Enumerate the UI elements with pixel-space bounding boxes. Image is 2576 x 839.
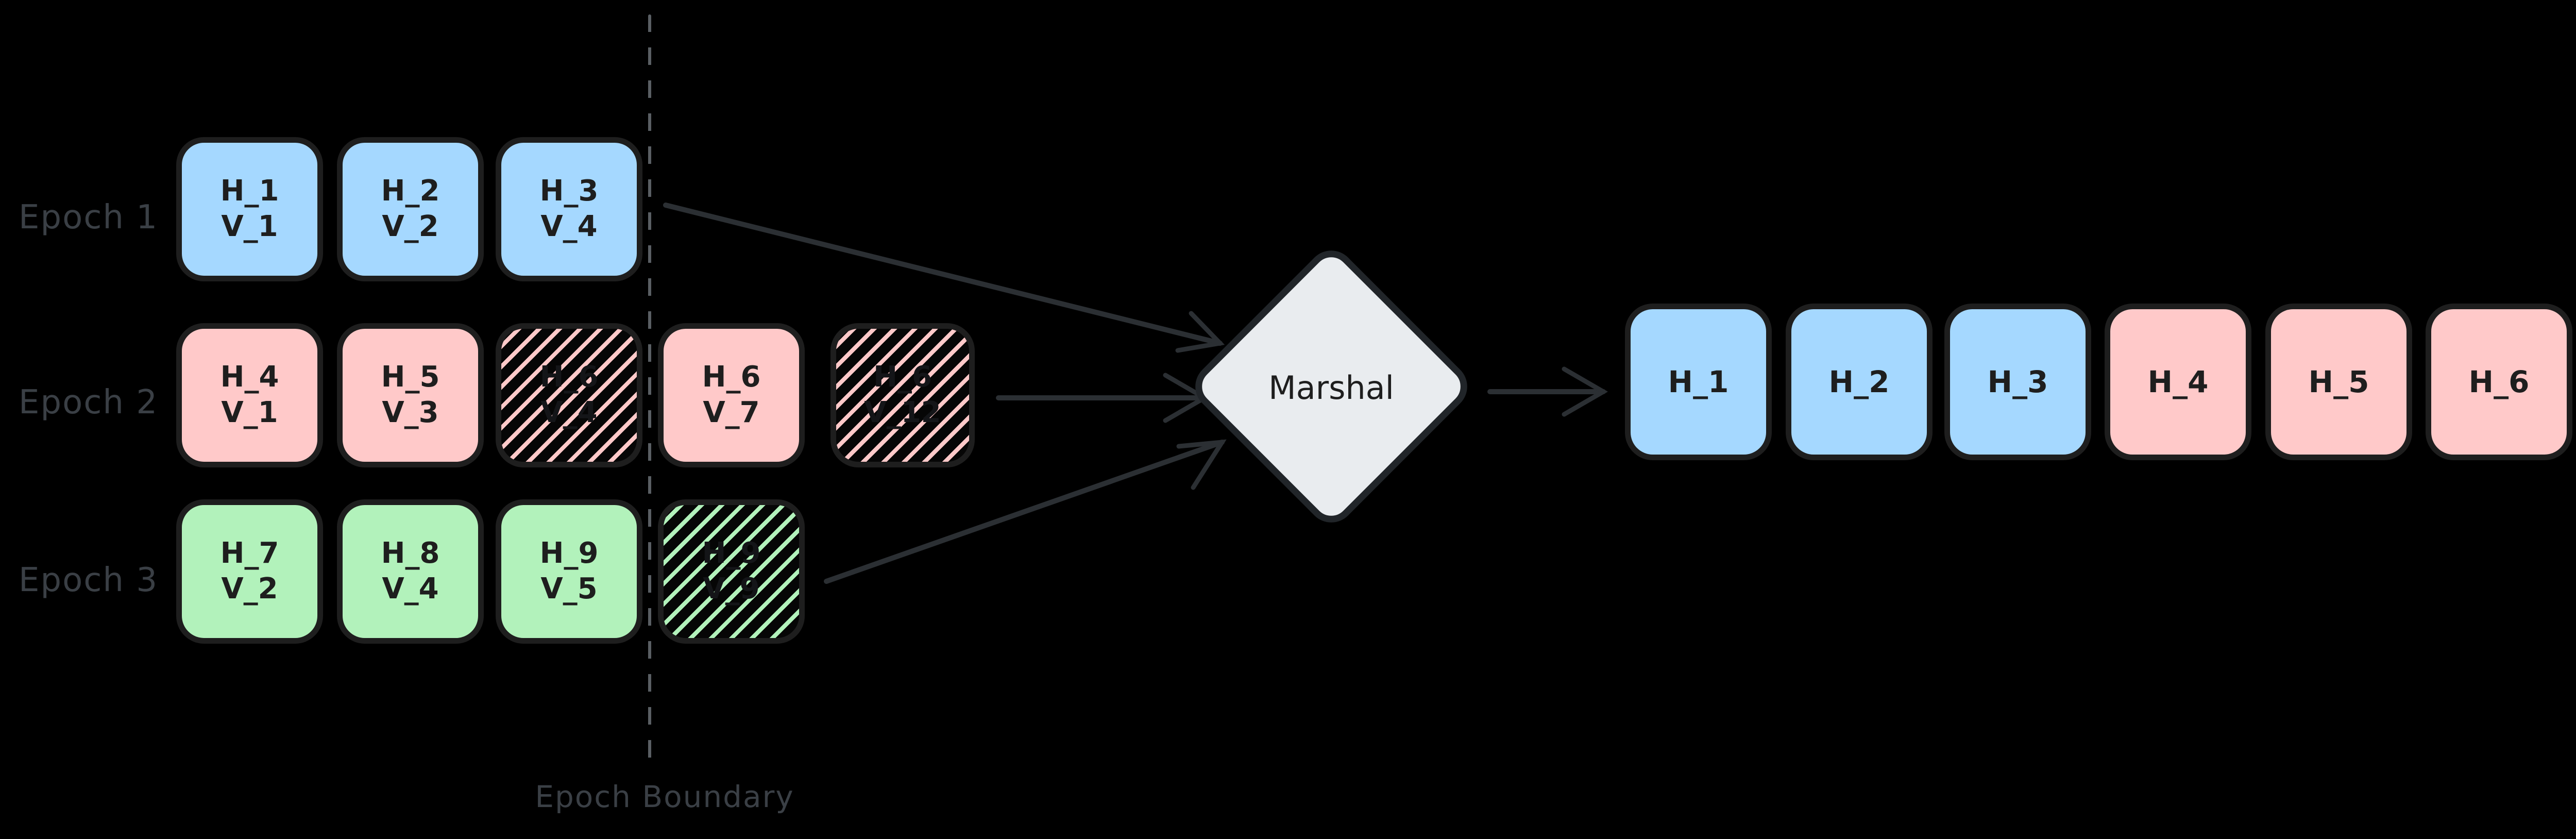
epoch1-box-3: H_3 V_4: [496, 137, 642, 281]
box-h-label: H_7: [220, 536, 279, 570]
output-label: H_2: [1828, 364, 1890, 399]
epoch2-box-2: H_5 V_3: [337, 323, 484, 467]
box-v-label: V_1: [221, 396, 278, 429]
box-h-label: H_5: [381, 360, 440, 394]
epoch3-box-2: H_8 V_4: [337, 499, 484, 644]
output-box-5: H_5: [2265, 304, 2412, 460]
output-box-3: H_3: [1944, 304, 2091, 460]
box-v-label: V_7: [703, 396, 760, 429]
box-h-label: H_8: [381, 536, 440, 570]
epoch-boundary-line: [648, 14, 651, 765]
box-v-label: V_1: [221, 210, 278, 243]
box-h-label: H_6: [539, 360, 599, 394]
arrow-epoch1-to-marshal: [663, 203, 1223, 346]
box-h-label: H_9: [702, 536, 761, 570]
arrowhead-output: [1562, 366, 1608, 417]
box-v-label: V_2: [221, 572, 278, 606]
box-h-label: H_1: [220, 174, 279, 208]
box-h-label: H_6: [873, 360, 932, 394]
box-v-label: V_2: [382, 210, 439, 243]
box-h-label: H_6: [702, 360, 761, 394]
output-label: H_6: [2468, 364, 2530, 399]
box-v-label: V_12: [864, 396, 941, 429]
epoch-boundary-label: Epoch Boundary: [535, 779, 794, 814]
output-box-6: H_6: [2426, 304, 2572, 460]
epoch2-box-5-dropped: H_6 V_12: [831, 323, 975, 467]
epoch2-box-1: H_4 V_1: [176, 323, 323, 467]
output-label: H_5: [2308, 364, 2369, 399]
output-label: H_4: [2147, 364, 2209, 399]
box-h-label: H_2: [381, 174, 440, 208]
arrow-epoch3-to-marshal: [824, 440, 1225, 584]
box-v-label: V_4: [382, 572, 439, 606]
marshal-label: Marshal: [1268, 369, 1394, 407]
box-v-label: V_3: [382, 396, 439, 429]
output-box-2: H_2: [1786, 304, 1933, 460]
output-label: H_3: [1987, 364, 2048, 399]
epoch1-row-label: Epoch 1: [19, 198, 159, 237]
arrowhead-epoch3: [1176, 439, 1227, 490]
arrowhead-epoch1: [1175, 311, 1225, 353]
epoch3-row-label: Epoch 3: [19, 561, 159, 599]
output-box-1: H_1: [1625, 304, 1772, 460]
box-v-label: V_5: [540, 572, 598, 606]
box-h-label: H_9: [539, 536, 599, 570]
epoch1-box-1: H_1 V_1: [176, 137, 323, 281]
box-h-label: H_3: [539, 174, 599, 208]
box-v-label: V_9: [703, 572, 760, 606]
epoch2-box-4: H_6 V_7: [658, 323, 805, 467]
output-box-4: H_4: [2105, 304, 2251, 460]
box-v-label: V_4: [540, 396, 598, 429]
epoch2-box-3-dropped: H_6 V_4: [496, 323, 642, 467]
epoch3-box-1: H_7 V_2: [176, 499, 323, 644]
epoch1-box-2: H_2 V_2: [337, 137, 484, 281]
box-v-label: V_4: [540, 210, 598, 243]
epoch2-row-label: Epoch 2: [19, 383, 159, 422]
epoch3-box-4-dropped: H_9 V_9: [658, 499, 805, 644]
box-h-label: H_4: [220, 360, 279, 394]
output-label: H_1: [1668, 364, 1729, 399]
epoch3-box-3: H_9 V_5: [496, 499, 642, 644]
